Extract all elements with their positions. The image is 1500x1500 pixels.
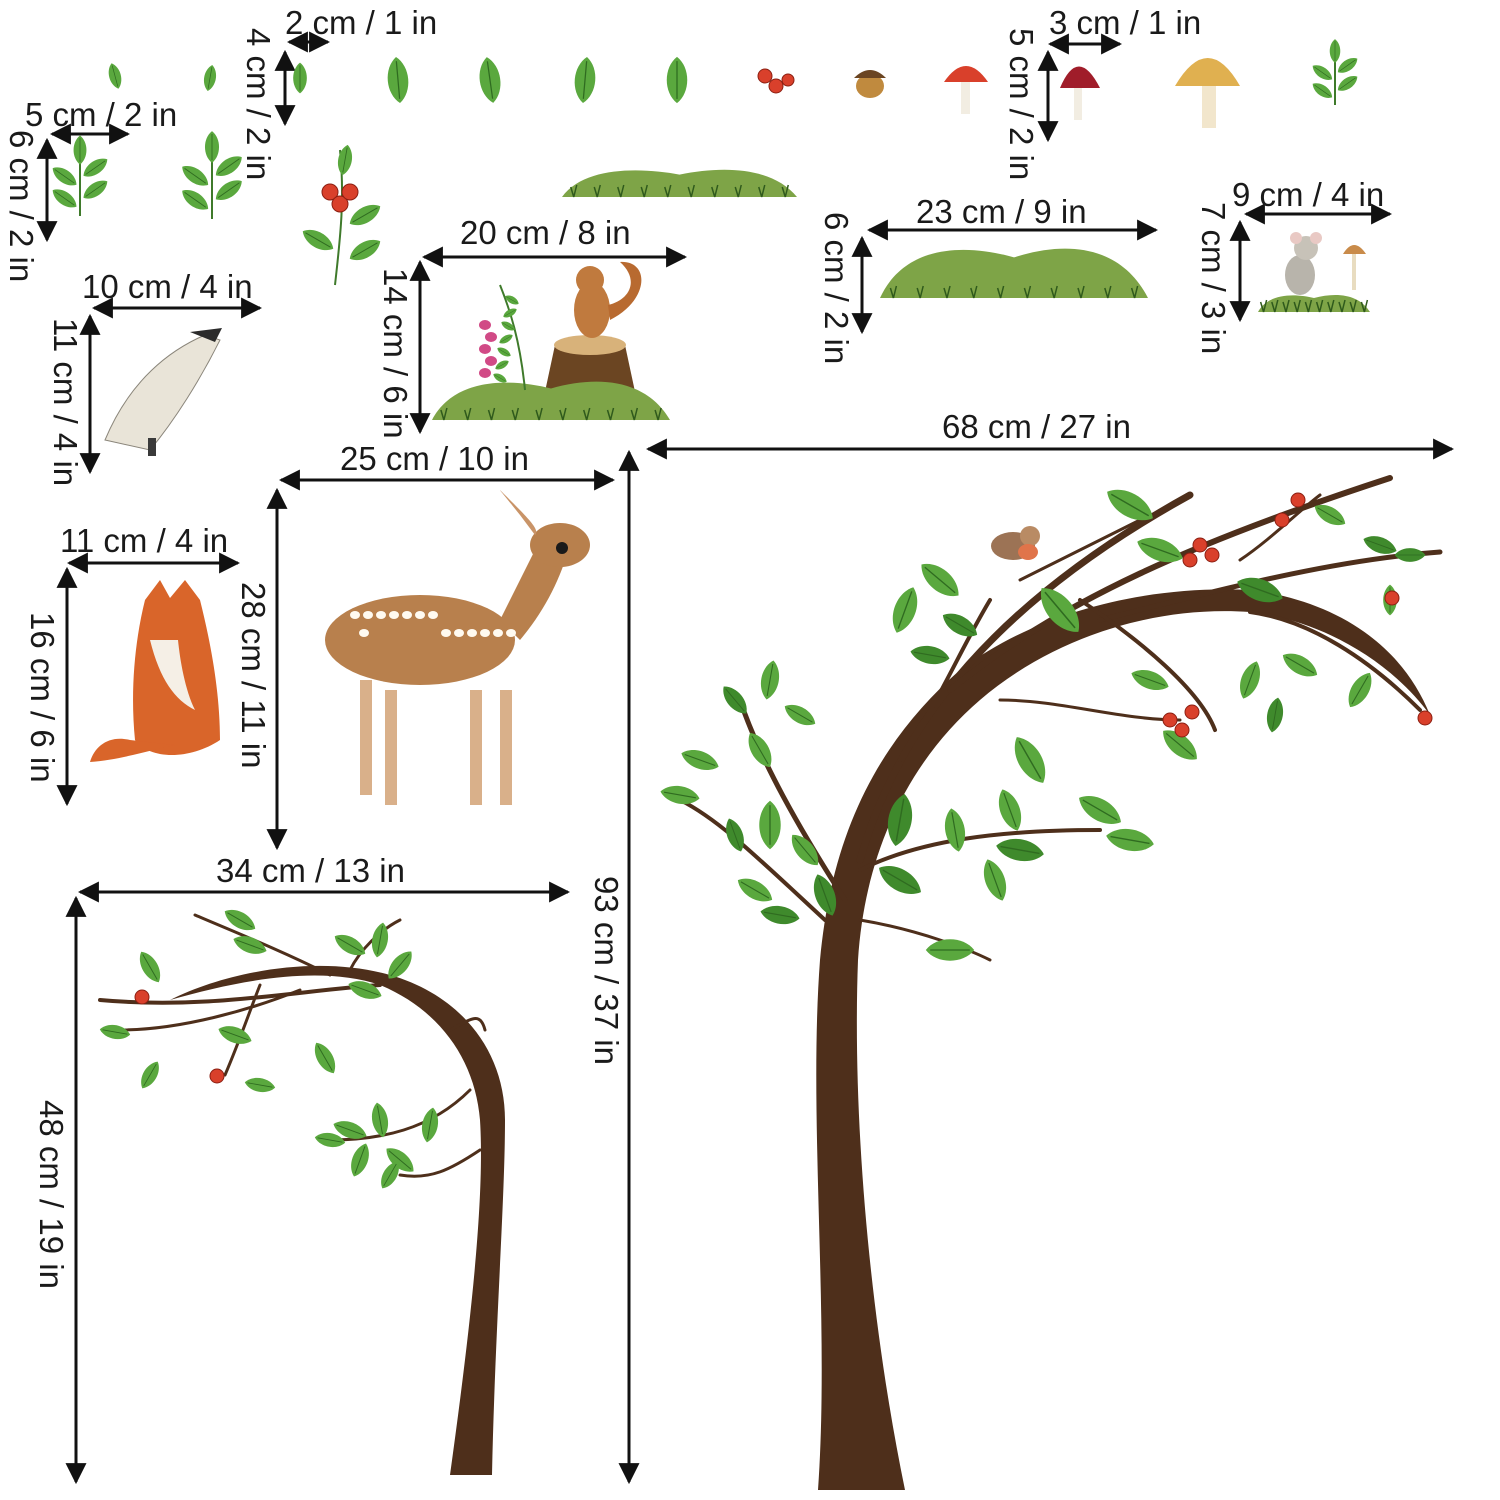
sprig-height-label: 6 cm / 2 in: [3, 130, 40, 283]
small-tree-leaves: [98, 904, 441, 1192]
badger-icon: [104, 328, 222, 456]
berry-icon: [757, 68, 773, 84]
fawn-height-label: 28 cm / 11 in: [235, 582, 272, 769]
fern-icon: [491, 284, 526, 391]
grass-patch-icon: [1258, 294, 1370, 313]
fawn-icon: [325, 490, 590, 805]
foxglove-icon: [479, 320, 497, 378]
fox-width-label: 11 cm / 4 in: [60, 522, 229, 559]
small-tree-width-label: 34 cm / 13 in: [216, 852, 405, 889]
sprig-sticker: [178, 131, 246, 219]
berry-icon: [781, 73, 795, 87]
mushroom-height-label: 5 cm / 2 in: [1003, 28, 1040, 181]
mouse-width-label: 9 cm / 4 in: [1232, 176, 1385, 213]
grass-width-label: 23 cm / 9 in: [916, 193, 1087, 230]
berry-icon: [321, 183, 339, 201]
berry-icon: [1192, 537, 1208, 553]
mouse-icon: [1285, 232, 1322, 295]
sprig-width-label: 5 cm / 2 in: [25, 96, 178, 133]
mushroom-icon: [1343, 245, 1366, 290]
small-tree-height-label: 48 cm / 19 in: [33, 1100, 70, 1289]
berry-icon: [1182, 552, 1198, 568]
badger-height-label: 11 cm / 4 in: [47, 318, 84, 487]
berry-icon: [1274, 512, 1290, 528]
big-tree-icon: [678, 475, 1443, 1490]
grass-patch-icon: [880, 248, 1148, 299]
grass-patch-icon: [432, 381, 670, 421]
squirrel-height-label: 14 cm / 6 in: [377, 268, 414, 439]
mushroom-icon: [1175, 58, 1240, 128]
sprig-sticker: [1309, 39, 1361, 105]
acorn-icon: [854, 70, 886, 98]
big-tree-width-label: 68 cm / 27 in: [942, 408, 1131, 445]
berry-icon: [341, 183, 359, 201]
berry-icon: [1162, 712, 1178, 728]
berry-icon: [1384, 590, 1400, 606]
berry-icon: [768, 78, 784, 94]
fawn-width-label: 25 cm / 10 in: [340, 440, 529, 477]
big-tree-leaves: [658, 481, 1433, 961]
badger-width-label: 10 cm / 4 in: [82, 268, 253, 305]
grass-patch-icon: [562, 169, 797, 198]
mushroom-width-label: 3 cm / 1 in: [1049, 4, 1202, 41]
berry-icon: [1174, 722, 1190, 738]
big-tree-height-label: 93 cm / 37 in: [588, 876, 625, 1065]
berry-icon: [1290, 492, 1306, 508]
mouse-height-label: 7 cm / 3 in: [1195, 202, 1232, 355]
dimension-arrows: [36, 31, 1455, 1485]
berry-icon: [331, 195, 349, 213]
bird-icon: [991, 526, 1040, 560]
fox-height-label: 16 cm / 6 in: [24, 612, 61, 783]
sprig-sticker: [49, 135, 111, 216]
mushroom-icon: [944, 66, 988, 114]
berry-icon: [1184, 704, 1200, 720]
berry-icon: [1417, 710, 1433, 726]
mushroom-icon: [1060, 66, 1100, 120]
top-leaf-row: [105, 55, 688, 105]
leaf-width-label: 2 cm / 1 in: [285, 4, 438, 41]
leaf-height-label: 4 cm / 2 in: [240, 28, 277, 181]
berry-sprig-sticker: [298, 143, 385, 286]
berry-icon: [209, 1068, 225, 1084]
berries-sticker: [757, 68, 795, 94]
small-tree-icon: [98, 913, 505, 1475]
squirrel-width-label: 20 cm / 8 in: [460, 214, 631, 251]
fox-icon: [90, 580, 220, 762]
berry-icon: [1204, 547, 1220, 563]
berry-icon: [134, 989, 150, 1005]
grass-height-label: 6 cm / 2 in: [818, 212, 855, 365]
